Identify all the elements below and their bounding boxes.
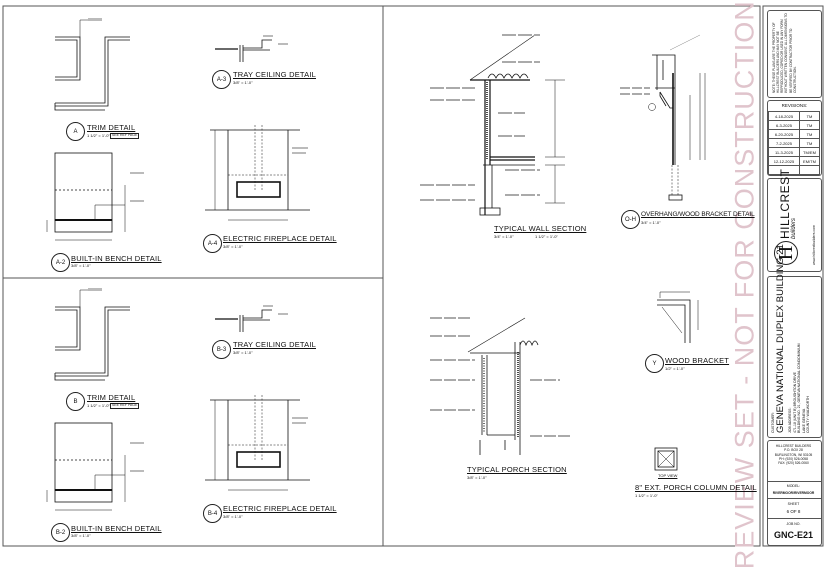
revisions-label: REVISIONS: xyxy=(781,103,808,108)
revision-by: TM xyxy=(798,129,821,139)
detail-title-b4-fireplace: ELECTRIC FIREPLACE DETAIL xyxy=(223,504,337,513)
model-value: RIVERMOOR/RIVERMOOR xyxy=(772,491,815,495)
detail-title-wall-section: TYPICAL WALL SECTION xyxy=(494,224,587,233)
detail-bubble-a: A xyxy=(66,122,85,141)
detail-scale-b2-bench: 3/8" = 1'-0" xyxy=(71,533,91,538)
address-line: COUNTY: WALWORTH xyxy=(806,396,811,433)
detail-scale-overhang: 3/4" = 1'-0" xyxy=(641,220,661,225)
drawing-linework xyxy=(2,5,824,547)
detail-bubble-a3: A-3 xyxy=(212,70,231,89)
logo-name: HILLCREST xyxy=(778,168,792,239)
title-block-border xyxy=(762,5,824,547)
detail-bubble-a2: A-2 xyxy=(51,253,70,272)
builder-line: PH: (920) 526-0058 xyxy=(779,456,808,461)
job-label: JOB NO. xyxy=(786,522,801,526)
revision-date: 4-18-2025 xyxy=(768,111,800,121)
builder-line: HILLCREST BUILDERS xyxy=(775,444,812,448)
detail-ref-tag-b: SEE REF PAGE xyxy=(110,403,140,409)
revision-date: 6-3-2025 xyxy=(768,120,800,130)
detail-scale-wall-section: 3/4" = 1'-0" xyxy=(494,234,514,239)
detail-scale-wood-bracket: 1/2" = 1'-0" xyxy=(665,366,685,371)
builder-line: FAX: (920) 526-0060 xyxy=(778,461,809,466)
detail-title-b-trim: TRIM DETAIL xyxy=(87,393,136,402)
detail-bubble-b2: B-2 xyxy=(51,523,70,542)
copyright-notice-box: NOTE: THESE PLANS ARE THE PROPERTY OF HI… xyxy=(767,10,822,98)
builder-box xyxy=(767,440,822,546)
overhang-drawing xyxy=(620,34,706,201)
detail-title-porch-column: 8" EXT. PORCH COLUMN DETAIL xyxy=(635,483,757,492)
detail-bubble-b: B xyxy=(66,392,85,411)
detail-scale2-wall-section: 1 1/2" = 1'-0" xyxy=(535,234,558,239)
revision-date: 6-20-2025 xyxy=(768,129,800,139)
detail-title-porch-section: TYPICAL PORCH SECTION xyxy=(467,465,567,474)
builder-info: HILLCREST BUILDERS P.O. BOX 28 BURLINGTO… xyxy=(765,444,822,465)
porch-section-drawing xyxy=(430,317,570,455)
detail-scale-b4-fireplace: 3/8" = 1'-0" xyxy=(223,514,243,519)
revision-date: 12-12-2025 xyxy=(768,156,800,166)
revision-by: TM xyxy=(798,138,821,148)
sheet-label: SHEET xyxy=(787,502,800,506)
detail-bubble-b3: B-3 xyxy=(212,340,231,359)
detail-title-a4-fireplace: ELECTRIC FIREPLACE DETAIL xyxy=(223,234,337,243)
model-label: MODEL: xyxy=(786,484,801,488)
project-name: GENEVA NATIONAL DUPLEX BUILDING 21 xyxy=(775,244,786,433)
detail-title-b3-tray: TRAY CEILING DETAIL xyxy=(233,340,316,349)
detail-scale-porch-column: 1 1/2" = 1'-0" xyxy=(635,493,658,498)
revision-by: TM xyxy=(798,120,821,130)
divider xyxy=(767,498,822,499)
revision-by: EM/TM xyxy=(798,156,821,166)
wood-bracket-drawing xyxy=(657,291,699,343)
detail-title-b2-bench: BUILT-IN BENCH DETAIL xyxy=(71,524,162,533)
job-number: GNC-E21 xyxy=(773,530,813,540)
porch-column-drawing xyxy=(654,447,678,471)
job-address: JOB ADDRESS: 471-18 (UNIT B) BROUGHTON D… xyxy=(788,343,811,433)
sheet-number: 6 OF 8 xyxy=(786,509,801,514)
detail-title-a-trim: TRIM DETAIL xyxy=(87,123,136,132)
detail-scale-a3-tray: 3/8" = 1'-0" xyxy=(233,80,253,85)
detail-bubble-a4: A-4 xyxy=(203,234,222,253)
detail-title-a2-bench: BUILT-IN BENCH DETAIL xyxy=(71,254,162,263)
wall-section-drawing xyxy=(420,34,565,216)
detail-title-a3-tray: TRAY CEILING DETAIL xyxy=(233,70,316,79)
detail-scale-a-trim: 1 1/2" = 1'-0" xyxy=(87,133,110,138)
copyright-notice: NOTE: THESE PLANS ARE THE PROPERTY OF HI… xyxy=(772,13,797,93)
detail-bubble-y: Y xyxy=(645,354,664,373)
divider xyxy=(767,518,822,519)
revision-by: TM/EM xyxy=(798,147,821,157)
revision-date: 7-2-2025 xyxy=(768,138,800,148)
detail-title-wood-bracket: WOOD BRACKET xyxy=(665,356,730,365)
detail-bubble-b4: B-4 xyxy=(203,504,222,523)
divider xyxy=(767,481,822,482)
revision-date: 11-3-2025 xyxy=(768,147,800,157)
detail-title-overhang: OVERHANG/WOOD BRACKET DETAIL xyxy=(641,211,755,218)
logo-sub: builders xyxy=(791,217,797,239)
detail-bubble-oh: O-H xyxy=(621,210,640,229)
logo-box: H HILLCREST builders www.hillcrestbuilde… xyxy=(767,168,822,272)
revision-row-empty xyxy=(768,165,821,175)
address-line: BUILDING NO. 21, GENEVA NATIONAL CONDOMI… xyxy=(797,343,802,433)
detail-scale-porch-section: 3/8" = 1'-0" xyxy=(467,475,487,480)
detail-scale-b3-tray: 3/8" = 1'-0" xyxy=(233,350,253,355)
revision-by: TM xyxy=(798,111,821,121)
sheet-border xyxy=(2,5,761,547)
builder-line: BURLINGTON, WI 53105 xyxy=(774,452,813,457)
detail-scale-a4-fireplace: 3/8" = 1'-0" xyxy=(223,244,243,249)
project-box: CUSTOMER: GENEVA NATIONAL DUPLEX BUILDIN… xyxy=(767,244,822,438)
builder-line: P.O. BOX 28 xyxy=(784,448,803,453)
logo-website: www.hillcrestbuilders.com xyxy=(812,224,816,265)
detail-scale-b-trim: 1 1/2" = 1'-0" xyxy=(87,403,110,408)
detail-ref-tag-a: SEE REF PAGE xyxy=(110,133,140,139)
detail-scale-a2-bench: 3/8" = 1'-0" xyxy=(71,263,91,268)
top-view-label: TOP VIEW xyxy=(658,473,678,478)
